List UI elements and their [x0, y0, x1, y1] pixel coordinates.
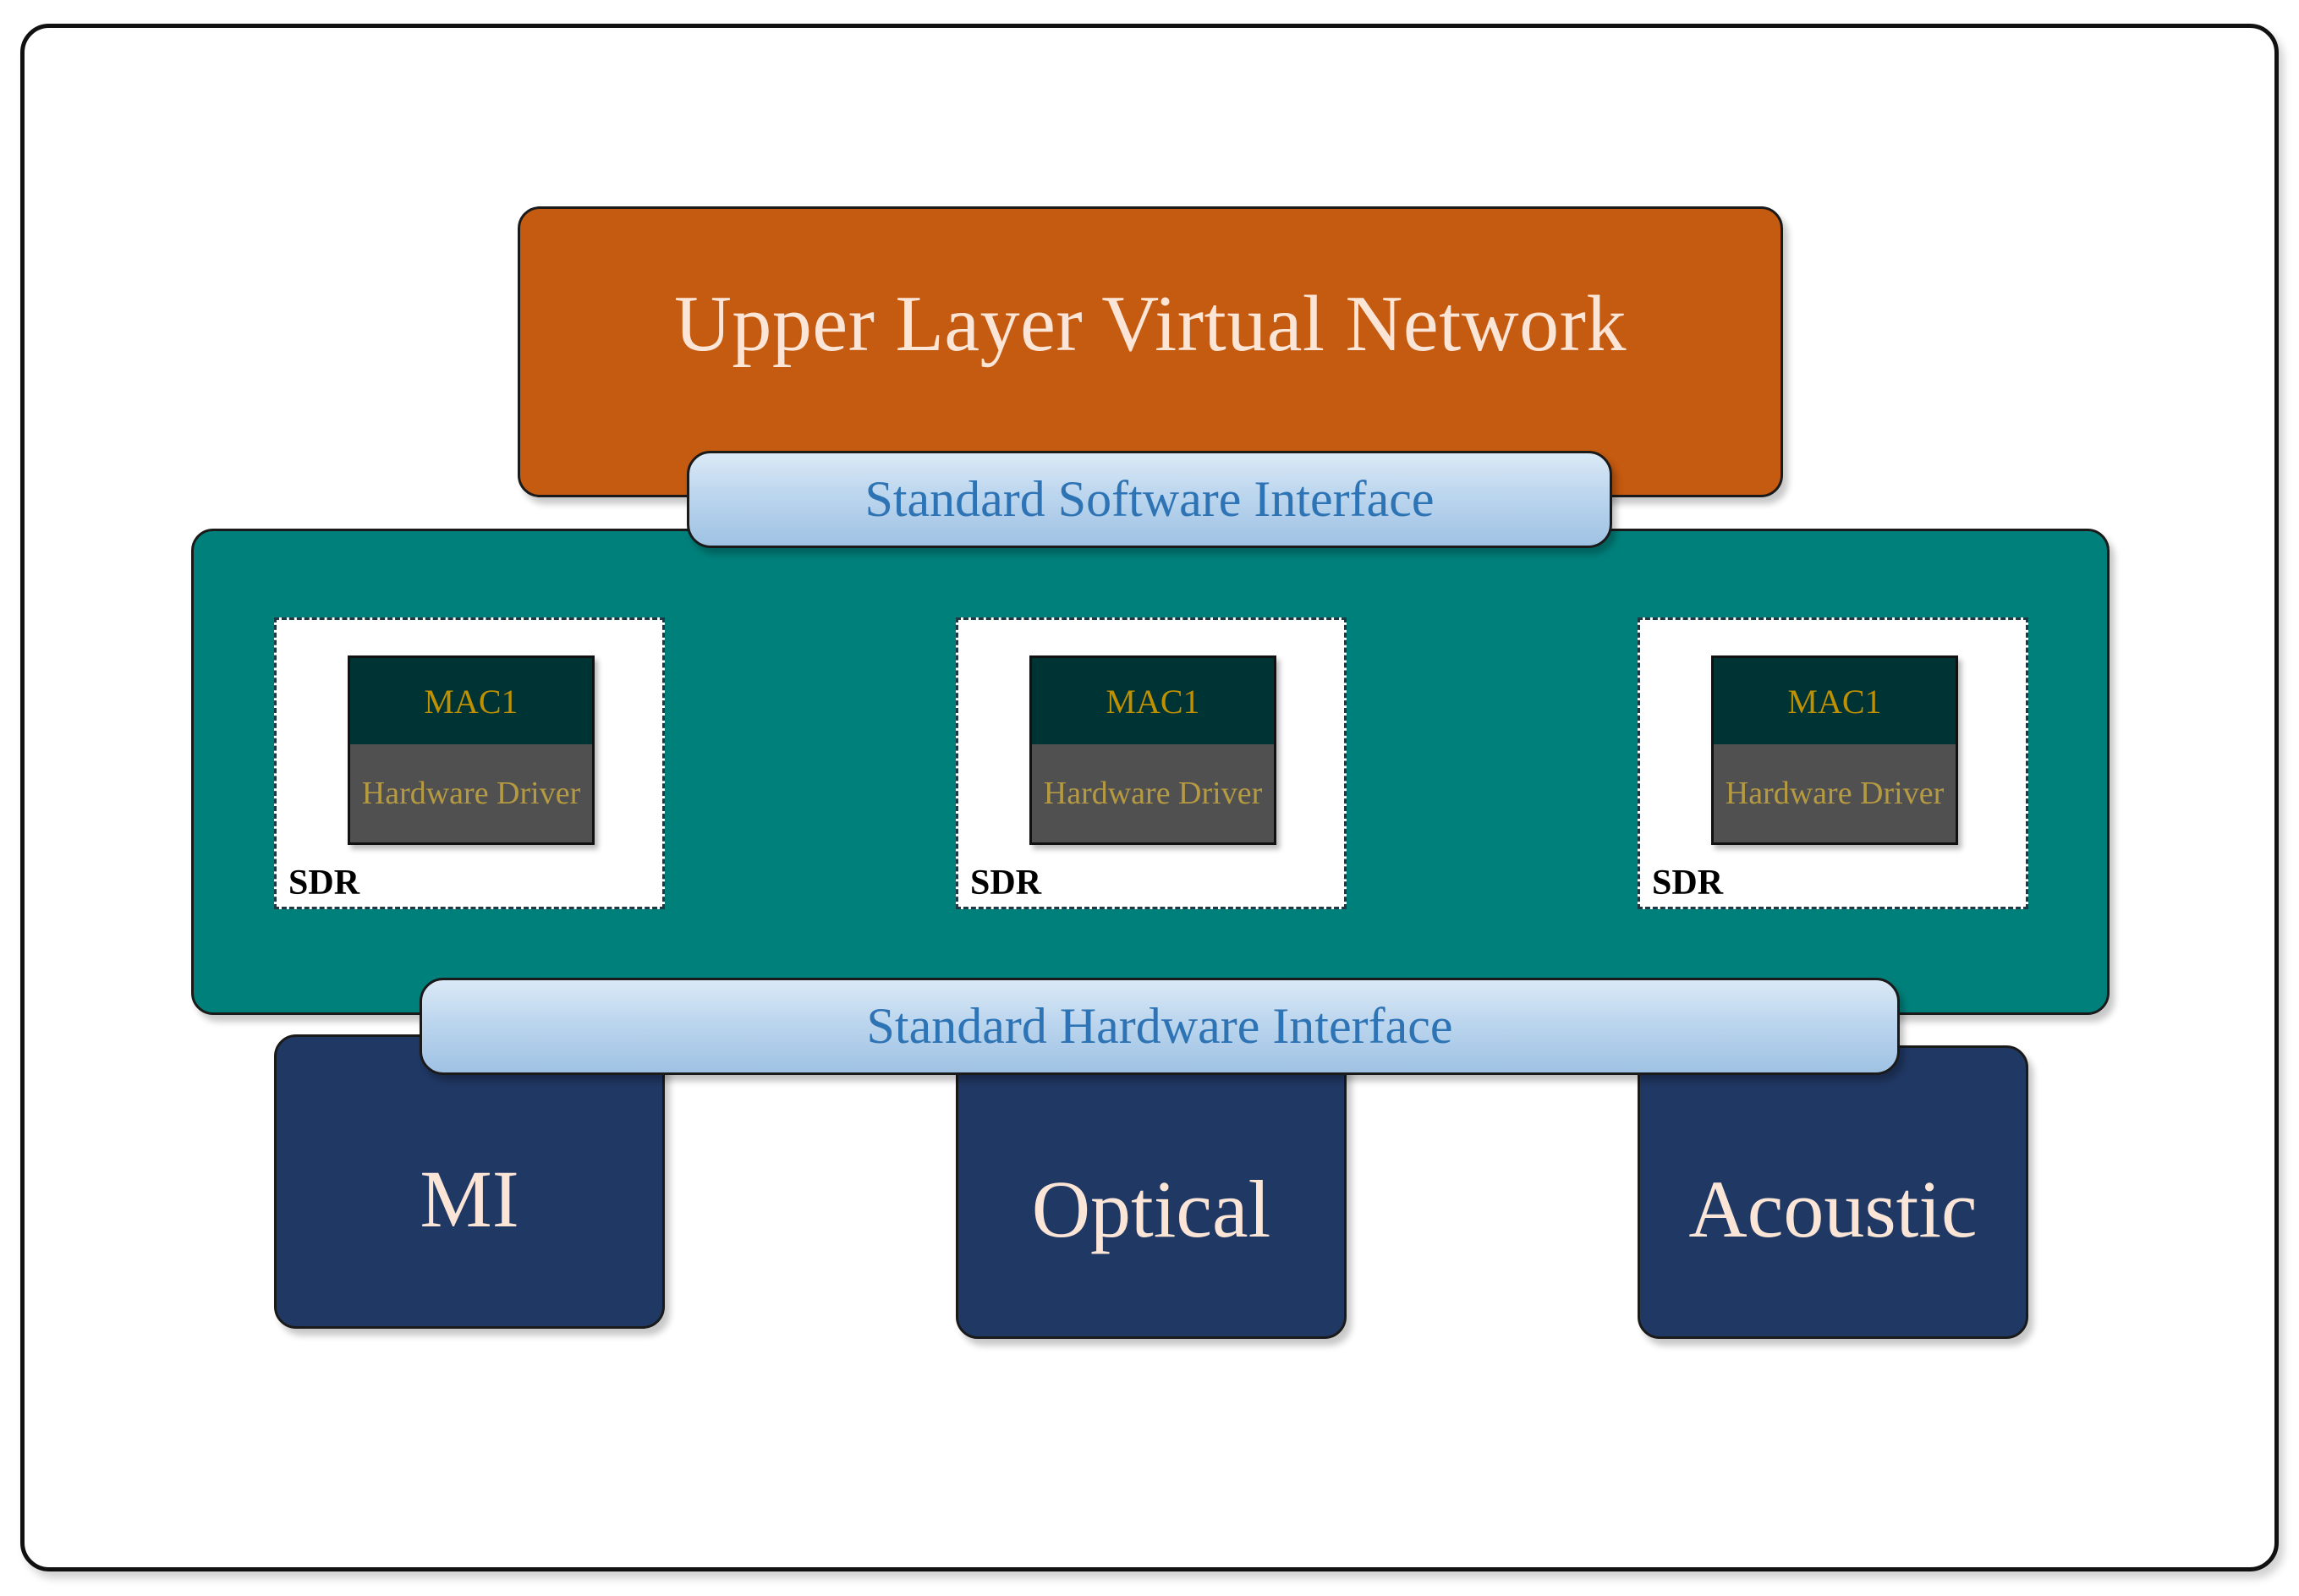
sdr-box: MAC1 Hardware Driver SDR [1638, 617, 2028, 909]
standard-hardware-interface-bar: Standard Hardware Interface [420, 978, 1900, 1075]
mac-layer-block: MAC1 [350, 658, 592, 744]
sdr-label: SDR [970, 864, 1042, 902]
hardware-interface-label: Standard Hardware Interface [866, 998, 1453, 1054]
mac-driver-stack: MAC1 Hardware Driver [1029, 655, 1276, 845]
medium-box-mi: MI [274, 1034, 665, 1329]
sdr-label: SDR [288, 864, 360, 902]
medium-box-optical: Optical [956, 1045, 1347, 1339]
mac-layer-block: MAC1 [1032, 658, 1274, 744]
medium-label: MI [420, 1153, 519, 1244]
mac-label: MAC1 [424, 682, 519, 721]
mac-label: MAC1 [1787, 682, 1882, 721]
mac-driver-stack: MAC1 Hardware Driver [1711, 655, 1958, 845]
hardware-driver-block: Hardware Driver [1714, 744, 1956, 842]
hardware-driver-block: Hardware Driver [350, 744, 592, 842]
hardware-driver-label: Hardware Driver [361, 776, 581, 811]
mac-layer-block: MAC1 [1714, 658, 1956, 744]
software-interface-label: Standard Software Interface [864, 471, 1435, 527]
mac-label: MAC1 [1106, 682, 1200, 721]
medium-label: Acoustic [1688, 1164, 1978, 1254]
upper-layer-label: Upper Layer Virtual Network [674, 280, 1627, 368]
hardware-driver-label: Hardware Driver [1043, 776, 1263, 811]
sdr-label: SDR [1652, 864, 1724, 902]
hardware-driver-label: Hardware Driver [1725, 776, 1945, 811]
mac-driver-stack: MAC1 Hardware Driver [348, 655, 595, 845]
sdr-box: MAC1 Hardware Driver SDR [274, 617, 665, 909]
upper-layer-virtual-network-box: Upper Layer Virtual Network [518, 206, 1783, 497]
standard-software-interface-bar: Standard Software Interface [687, 451, 1612, 548]
sdr-box: MAC1 Hardware Driver SDR [956, 617, 1347, 909]
medium-label: Optical [1031, 1164, 1271, 1254]
hardware-driver-block: Hardware Driver [1032, 744, 1274, 842]
medium-box-acoustic: Acoustic [1638, 1045, 2028, 1339]
